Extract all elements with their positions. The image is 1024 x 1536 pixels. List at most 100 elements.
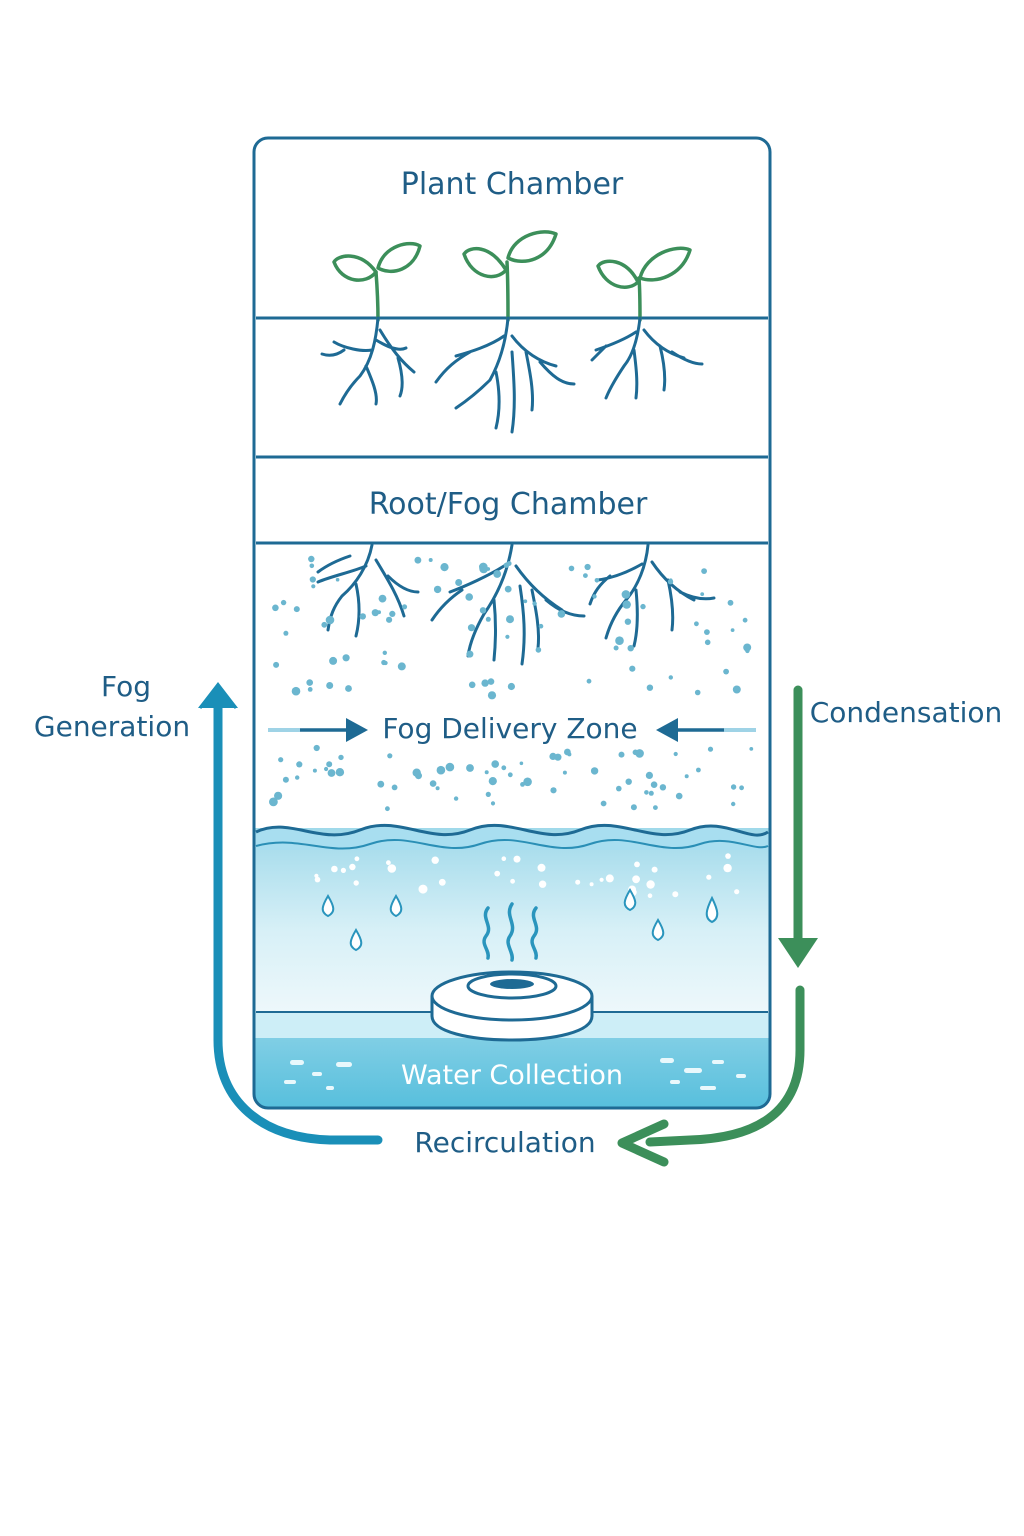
fog-particle	[467, 624, 476, 632]
fog-particle	[391, 784, 398, 791]
mist-bubble	[538, 880, 547, 888]
fog-particle	[538, 623, 544, 629]
fog-particle	[506, 615, 514, 624]
fog-particle	[321, 621, 328, 628]
fog-particle	[371, 609, 379, 617]
fog-particle	[742, 617, 748, 623]
fog-particle	[278, 757, 284, 763]
fog-particle	[673, 751, 678, 757]
mist-bubble	[725, 853, 731, 859]
fog-particle	[629, 665, 636, 672]
fog-particle	[625, 778, 632, 785]
fog-particle	[490, 801, 496, 806]
fog-particle	[622, 600, 631, 609]
fog-particle	[684, 774, 689, 779]
fog-particle	[466, 650, 474, 658]
fog-particle	[382, 650, 387, 655]
fog-particle	[505, 634, 510, 639]
fog-particle	[732, 685, 741, 694]
fog-particle	[704, 629, 710, 635]
fog-particle	[618, 751, 625, 758]
fog-particle	[503, 562, 510, 568]
mist-bubble	[634, 861, 640, 868]
fog-particle	[568, 565, 575, 572]
fog-particle	[468, 681, 476, 689]
fog-particle	[694, 621, 699, 627]
mist-bubble	[723, 863, 732, 873]
fog-particle	[386, 616, 393, 623]
fog-particle	[335, 768, 345, 777]
fog-delivery-arrow-left	[268, 718, 368, 742]
fog-particle	[523, 777, 532, 787]
water-collection-label: Water Collection	[401, 1060, 623, 1091]
steam-icon	[482, 902, 539, 962]
fog-particle	[433, 585, 442, 594]
fog-particle	[640, 603, 646, 610]
fog-particle	[401, 604, 408, 610]
tank-outline	[252, 136, 772, 1110]
fog-particles	[269, 555, 754, 812]
fog-particle	[272, 604, 279, 612]
fog-particle	[630, 804, 637, 811]
fog-particle	[291, 686, 301, 696]
mist-bubble	[349, 863, 356, 871]
fog-particle	[377, 780, 385, 788]
fog-particle	[613, 645, 619, 651]
fog-particle	[694, 689, 701, 696]
fog-particle	[436, 765, 446, 775]
mist-bubble	[647, 893, 653, 898]
fog-particle	[311, 584, 316, 589]
fog-generation-arrow	[198, 682, 383, 1145]
fog-particle	[324, 766, 329, 772]
fog-particle	[273, 661, 280, 668]
fog-particle	[312, 768, 317, 773]
fog-particle	[519, 761, 524, 766]
mist-bubble	[605, 874, 614, 883]
fog-particle	[739, 785, 744, 791]
fog-particle	[269, 797, 278, 807]
fog-generation-label-line2: Generation	[34, 710, 190, 743]
fog-particle	[327, 769, 336, 777]
fog-particle	[743, 643, 752, 652]
fog-particle	[704, 639, 711, 646]
mist-bubbles	[314, 853, 740, 898]
fog-particle	[455, 579, 463, 586]
mist-bubble	[706, 874, 712, 880]
fog-particle	[594, 578, 600, 583]
wave-line-lower	[255, 839, 769, 850]
fog-particle	[731, 801, 736, 807]
fog-particle	[326, 761, 333, 768]
tank-fills	[254, 825, 770, 1108]
condensation-arrow	[778, 685, 818, 968]
fog-particle	[412, 768, 421, 777]
fog-particle	[749, 747, 754, 751]
mist-bubble	[494, 870, 501, 877]
wave-line-upper	[255, 824, 769, 837]
mist-bubble	[386, 860, 391, 866]
fog-particle	[283, 630, 289, 636]
fog-particle	[325, 615, 335, 625]
fog-delivery-zone-label: Fog Delivery Zone	[382, 712, 637, 745]
seedling-icon	[462, 230, 558, 322]
fog-particle	[307, 687, 313, 692]
fog-particle	[615, 636, 624, 645]
fog-particle	[648, 790, 654, 796]
mist-bubble	[672, 891, 679, 898]
fog-particle	[414, 556, 422, 564]
fog-particle	[335, 577, 340, 582]
mist-bubble	[501, 856, 507, 861]
fog-particle	[338, 754, 344, 761]
fog-particle	[484, 770, 489, 775]
fog-particle	[359, 613, 366, 620]
fog-particle	[668, 675, 673, 680]
ultrasonic-mister-icon	[430, 970, 594, 1042]
mist-bubble	[314, 876, 321, 883]
mist-bubble	[354, 856, 360, 862]
fog-particle	[590, 767, 599, 775]
fog-particle	[306, 679, 314, 686]
fog-particle	[564, 748, 571, 756]
fog-particle	[675, 792, 683, 800]
plant-chamber-label: Plant Chamber	[401, 167, 624, 202]
fog-particle	[667, 579, 674, 585]
